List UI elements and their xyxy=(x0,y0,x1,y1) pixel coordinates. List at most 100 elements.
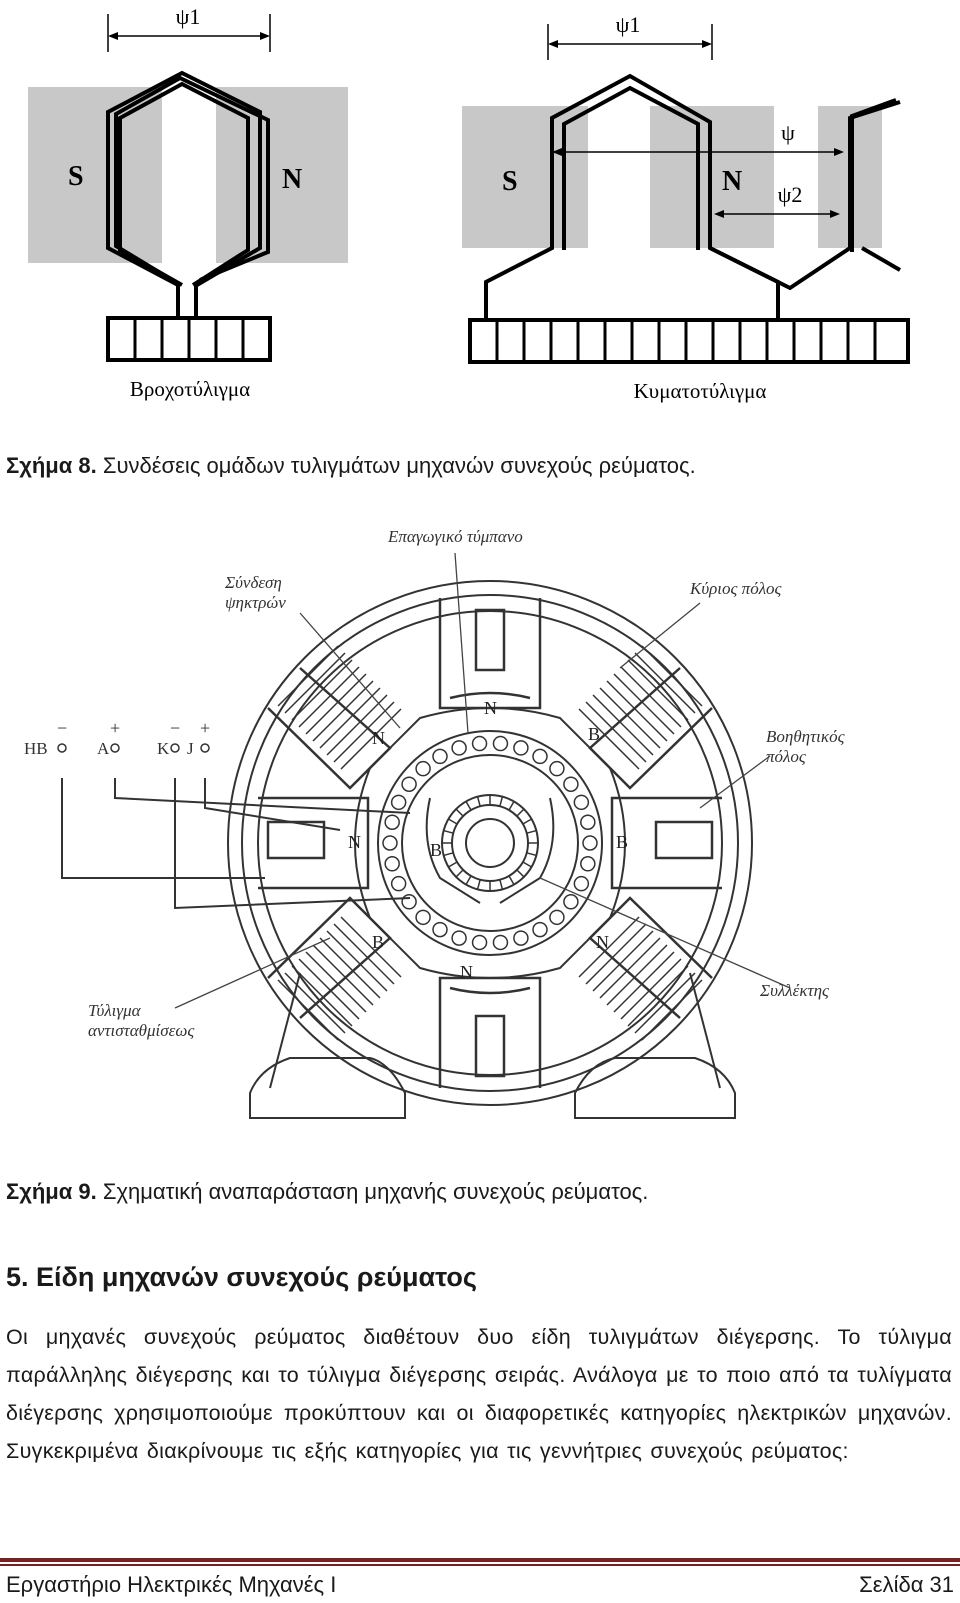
armature-conductor xyxy=(492,735,509,752)
label-voithitikos-line2: πόλος xyxy=(766,747,806,766)
compensating-winding-hatch xyxy=(333,701,395,763)
figure-9-caption: Σχήμα 9. Σχηματική αναπαράσταση μηχανής … xyxy=(6,1178,648,1206)
commutator-segment xyxy=(516,869,525,878)
compensating-winding-hatch xyxy=(340,916,402,978)
compensating-winding-hatch xyxy=(606,680,668,742)
commutator-segment xyxy=(448,861,458,868)
armature-conductor xyxy=(401,776,417,792)
compensating-winding-hatch xyxy=(291,965,353,1027)
armature-conductor xyxy=(563,776,579,792)
compensating-winding-hatch xyxy=(585,923,647,985)
figure-8-caption: Σχήμα 8. Συνδέσεις ομάδων τυλιγμάτων μηχ… xyxy=(6,452,696,480)
figure-9-dc-machine-diagram: −HB+A−K+J N N N B B N B B N Επαγωγικό τύ… xyxy=(24,527,845,1119)
armature-conductor xyxy=(471,735,488,752)
armature-conductor xyxy=(401,894,417,910)
pole-s-block xyxy=(462,106,588,248)
terminal-sign: + xyxy=(110,718,120,738)
commutator-segment xyxy=(508,875,515,885)
pole-mark-b-inner: B xyxy=(430,840,442,860)
armature-conductor xyxy=(451,740,467,756)
commutator-segment xyxy=(476,796,481,807)
compensating-winding-hatch xyxy=(620,958,682,1020)
section-paragraph: Οι μηχανές συνεχούς ρεύματος διαθέτουν δ… xyxy=(6,1325,952,1463)
armature-conductor xyxy=(580,814,596,830)
terminal-sign: − xyxy=(57,718,67,738)
pole-mark-n-left: N xyxy=(348,832,361,852)
compensating-winding-hatch xyxy=(326,694,388,756)
label-syndesi-line1: Σύνδεση xyxy=(224,573,282,592)
compensating-winding-hatch xyxy=(620,666,682,728)
lap-winding-caption: Βροχοτύλιγμα xyxy=(130,377,250,401)
compensating-winding-hatch xyxy=(312,944,374,1006)
pole-mark-n-top: N xyxy=(484,698,497,718)
compensating-winding-hatch xyxy=(319,687,381,749)
commutator-segment xyxy=(508,801,515,811)
compensating-winding-hatch xyxy=(284,972,346,1034)
commutator-segment xyxy=(465,801,472,811)
figure-8-caption-text: Συνδέσεις ομάδων τυλιγμάτων μηχανών συνε… xyxy=(96,453,696,478)
compensating-winding-hatch xyxy=(326,930,388,992)
terminal-sign: − xyxy=(170,718,180,738)
pole-n-block xyxy=(216,87,348,263)
compensating-winding-hatch xyxy=(613,951,675,1013)
compensating-winding-hatch xyxy=(291,659,353,721)
commutator-segment xyxy=(455,869,464,878)
compensating-winding-hatch xyxy=(578,916,640,978)
compensating-winding-hatch xyxy=(298,666,360,728)
terminal-j: +J xyxy=(187,718,210,758)
compensating-winding-hatch xyxy=(585,701,647,763)
commutator-segment xyxy=(499,879,504,890)
commutator-segment xyxy=(465,875,472,885)
commutator-right xyxy=(468,318,910,364)
commutator-segment xyxy=(526,829,537,834)
psi-label: ψ xyxy=(781,120,795,145)
terminal-a: +A xyxy=(97,718,120,758)
compensating-winding-hatch xyxy=(641,645,703,707)
pole-n-label: N xyxy=(722,166,742,197)
pole-n-label: N xyxy=(282,164,302,195)
compensating-winding-hatch xyxy=(634,972,696,1034)
terminal-k: −K xyxy=(157,718,180,758)
armature-conductor xyxy=(432,748,448,765)
compensating-winding-hatch xyxy=(305,951,367,1013)
label-voithitikos-line1: Βοηθητικός xyxy=(766,727,845,746)
footer-course-title: Εργαστήριο Ηλεκτρικές Μηχανές Ι xyxy=(6,1572,337,1597)
label-kyrios-polos: Κύριος πόλος xyxy=(689,579,782,598)
terminal-sign: + xyxy=(200,718,210,738)
compensating-winding-hatch xyxy=(277,645,339,707)
commutator-left xyxy=(106,316,272,362)
armature-conductor xyxy=(563,894,579,910)
armature-conductor xyxy=(582,835,598,851)
compensating-winding-hatch xyxy=(634,652,696,714)
compensating-winding-hatch xyxy=(578,708,640,770)
armature-conductor xyxy=(549,909,565,926)
compensating-winding-hatch xyxy=(599,687,661,749)
compensating-winding-hatch xyxy=(305,673,367,735)
footer-page-number: Σελίδα 31 xyxy=(859,1572,954,1597)
compensating-winding-hatch xyxy=(312,680,374,742)
commutator-segment xyxy=(476,879,481,890)
armature-conductor xyxy=(532,748,548,765)
commutator-segment xyxy=(499,796,504,807)
terminal-name: HB xyxy=(24,739,48,758)
label-epagogiko-tympano: Επαγωγικό τύμπανο xyxy=(387,527,523,546)
armature-conductor xyxy=(384,814,400,830)
psi1-label: ψ1 xyxy=(616,12,641,37)
psi2-label: ψ2 xyxy=(778,182,803,207)
compensating-winding-hatch xyxy=(613,673,675,735)
armature-conductor xyxy=(415,760,431,777)
compensating-winding-hatch xyxy=(319,937,381,999)
armature-conductor xyxy=(390,875,407,892)
wave-winding-caption: Κυματοτύλιγμα xyxy=(634,379,767,403)
pole-mark-b-diag2: B xyxy=(372,932,384,952)
terminal-hb: −HB xyxy=(24,718,67,758)
figure-9-caption-label: Σχήμα 9. xyxy=(6,1179,97,1204)
commutator-segment xyxy=(522,818,532,825)
armature-conductor xyxy=(549,760,565,777)
wave-winding-diagram: ψ1 ψ ψ2 S N xyxy=(462,12,910,403)
pole-s-label: S xyxy=(502,166,518,197)
compensating-winding-hatch xyxy=(641,979,703,1041)
label-tyligma-line1: Τύλιγμα xyxy=(88,1001,142,1020)
armature-conductor xyxy=(384,856,400,872)
compensating-winding-hatch xyxy=(627,659,689,721)
